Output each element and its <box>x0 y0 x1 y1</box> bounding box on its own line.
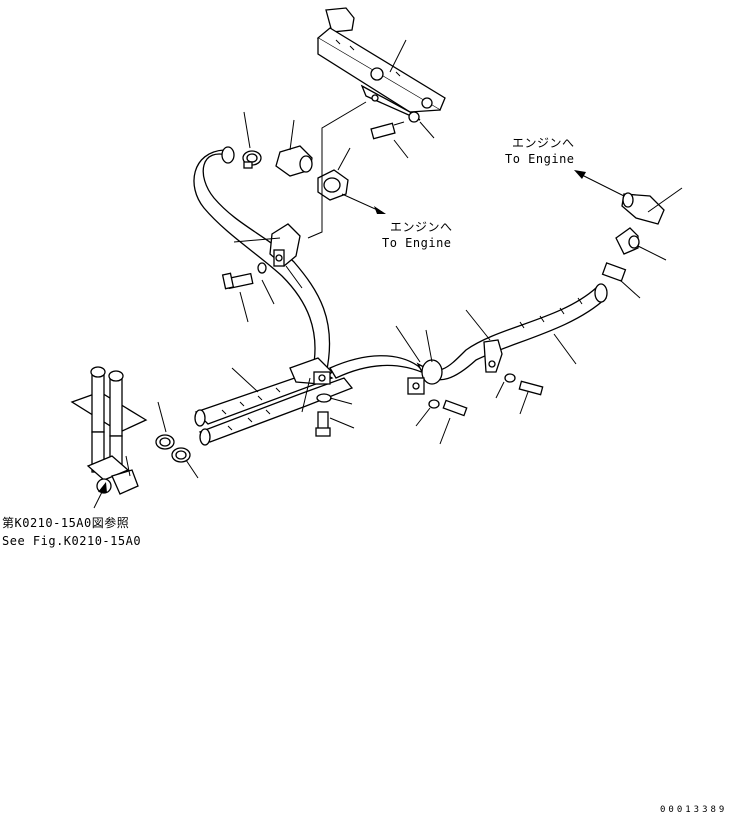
nipple-right <box>601 262 627 282</box>
hose-clamp-lower <box>289 357 333 385</box>
hose-lower-second <box>198 377 354 443</box>
hose-clamp-mid <box>269 223 301 267</box>
hex-connector <box>317 169 349 201</box>
mounting-bracket <box>316 7 446 121</box>
bolt-right-2 <box>518 380 544 396</box>
engine-label-jp-2: エンジンへ <box>390 220 453 234</box>
engine-label-en-2: To Engine <box>382 236 452 250</box>
bracket-bolt <box>370 121 405 140</box>
see-fig-label-jp: 第K0210-15A0図参照 <box>2 515 129 530</box>
engine-elbow-right <box>621 192 665 225</box>
drawing-number: 00013389 <box>660 805 727 815</box>
adapter-right <box>615 227 640 255</box>
hose-clamp-upper <box>242 150 262 169</box>
elbow-fitting <box>275 145 313 177</box>
hose-clamp-manifold-2 <box>171 447 191 463</box>
arrow-to-engine-center <box>341 193 386 214</box>
hose-clamp-manifold-1 <box>155 434 175 450</box>
hose-right-long <box>329 355 427 379</box>
arrow-see-fig <box>93 482 107 509</box>
bolt-right-1 <box>442 399 468 417</box>
engine-label-jp-1: エンジンへ <box>512 136 575 150</box>
arrow-to-engine-right <box>574 170 625 197</box>
hose-upper-left <box>193 149 331 375</box>
hose-clamp-right-1 <box>407 359 443 395</box>
engine-label-en-1: To Engine <box>505 152 575 166</box>
see-fig-label-en: See Fig.K0210-15A0 <box>2 534 141 548</box>
clamp-bolt-left <box>221 272 254 290</box>
bolt-lower <box>315 411 331 437</box>
washer-lower <box>316 393 332 403</box>
bracket-washer <box>408 111 420 123</box>
washer-right-2 <box>504 373 516 383</box>
hose-clamp-right-2 <box>483 339 503 373</box>
washer-right-1 <box>428 399 440 409</box>
manifold-block <box>70 366 148 495</box>
clamp-washer-left <box>257 262 267 274</box>
leader-lines <box>125 39 683 479</box>
